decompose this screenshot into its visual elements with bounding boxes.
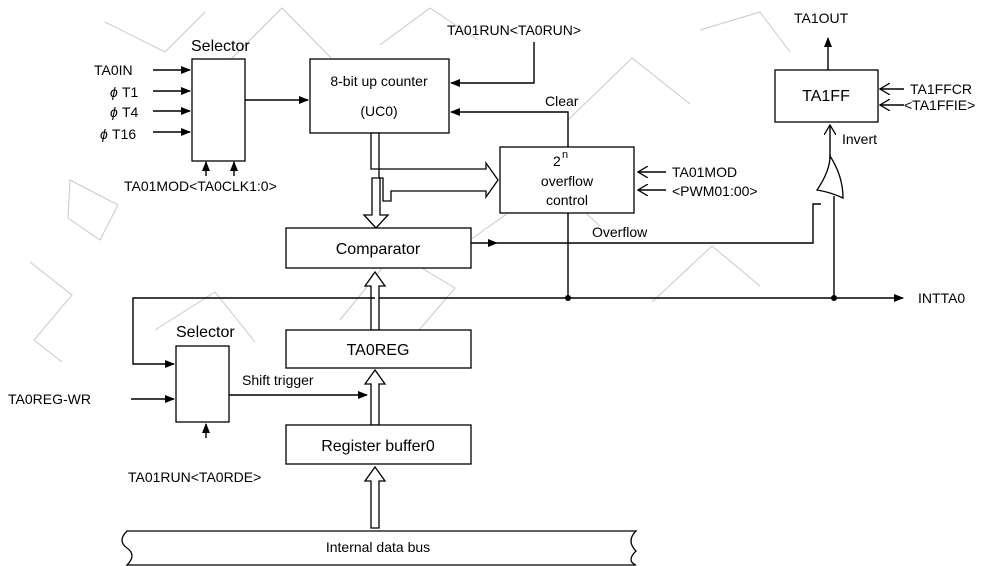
signal-ta0in: TA0IN	[94, 62, 133, 78]
selector-bottom-label: Selector	[176, 324, 235, 341]
or-gate	[815, 153, 844, 200]
overflow-line	[497, 203, 821, 244]
ta1ff-label: TA1FF	[802, 88, 850, 105]
signal-pwm-mode-1: TA01MOD	[672, 164, 737, 180]
selector-bottom-block	[175, 345, 230, 423]
selector-top-label: Selector	[191, 38, 250, 55]
arrow-clear	[450, 108, 569, 147]
signal-overflow: Overflow	[592, 224, 648, 240]
signal-ffcr-2: <TA1FFIE>	[904, 97, 975, 113]
register-buffer-label: Register buffer0	[321, 438, 435, 455]
signal-reg-wr: TA0REG-WR	[8, 391, 91, 407]
signal-phi-t4: T4	[122, 104, 139, 120]
signal-invert: Invert	[842, 131, 877, 147]
internal-data-bus-label: Internal data bus	[326, 539, 430, 555]
signal-shift-trigger: Shift trigger	[242, 372, 314, 388]
overflow-control-line3: control	[546, 192, 588, 208]
selector-top-block	[191, 58, 246, 162]
comparator-block	[285, 227, 472, 269]
signal-rde: TA01RUN<TA0RDE>	[128, 469, 261, 485]
overflow-control-exponent: n	[562, 149, 568, 161]
signal-intta0: INTTA0	[918, 290, 965, 306]
feedback-line	[132, 297, 375, 368]
signal-clk-select: TA01MOD<TA0CLK1:0>	[124, 178, 277, 194]
counter-title: 8-bit up counter	[330, 73, 428, 89]
signal-phi-t1: T1	[122, 84, 139, 100]
phi-t16-symbol: ϕ	[100, 126, 108, 142]
signal-ffcr-1: TA1FFCR	[910, 81, 972, 97]
overflow-control-base: 2	[553, 153, 561, 169]
bus-data-to-buffer	[363, 465, 387, 529]
comparator-label: Comparator	[336, 241, 421, 258]
signal-pwm-mode-2: <PWM01:00>	[672, 183, 758, 199]
signal-run: TA01RUN<TA0RUN>	[447, 22, 581, 38]
junction-1	[565, 295, 571, 301]
signal-clear: Clear	[545, 93, 579, 109]
arrow-run	[450, 42, 535, 87]
signal-ta1out: TA1OUT	[794, 10, 849, 26]
overflow-control-line2: overflow	[541, 173, 594, 189]
phi-t4-symbol: ϕ	[110, 104, 118, 120]
signal-phi-t16: T16	[112, 126, 136, 142]
ta0reg-label: TA0REG	[347, 342, 410, 359]
up-counter-block	[309, 58, 450, 134]
bus-counter-to-comparator	[362, 177, 390, 229]
overflow-control-block	[499, 146, 635, 214]
register-buffer-block	[285, 424, 472, 465]
counter-id: (UC0)	[360, 103, 397, 119]
ta1ff-block	[774, 69, 879, 123]
bus-reg-to-comparator	[363, 270, 387, 331]
bus-counter-to-overflow	[370, 132, 499, 202]
phi-t1-symbol: ϕ	[110, 84, 118, 100]
bus-buffer-to-reg	[363, 368, 387, 426]
ta0reg-block	[285, 329, 472, 369]
internal-data-bus	[121, 530, 638, 566]
